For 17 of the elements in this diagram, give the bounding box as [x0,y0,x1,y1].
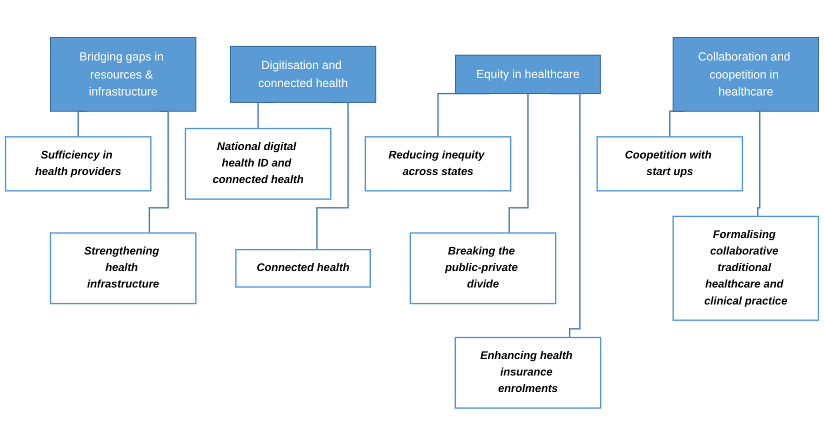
node-box: Breaking the public-private divide [410,232,556,304]
node-box: Coopetition with start ups [596,136,744,192]
node-box: Connected health [235,249,371,288]
node-box: Strengthening health infrastructure [50,232,197,304]
node-box: Reducing inequity across states [364,136,512,192]
node-box: Formalising collaborative traditional healthcare and clinical practice [672,216,820,322]
connector [316,102,349,250]
connector [508,93,529,234]
connector [148,110,169,234]
node-box: Collaboration and coopetition in healthcare [672,37,819,112]
node-box: Sufficiency in health providers [4,136,152,192]
node-box: Equity in healthcare [455,54,601,94]
connector [757,110,760,217]
node-box: National digital health ID and connected health [184,128,332,200]
node-box: Bridging gaps in resources & infrastructure [50,37,196,112]
node-box: Digitisation and connected health [230,46,376,104]
node-box: Enhancing health insurance enrolments [454,337,602,409]
